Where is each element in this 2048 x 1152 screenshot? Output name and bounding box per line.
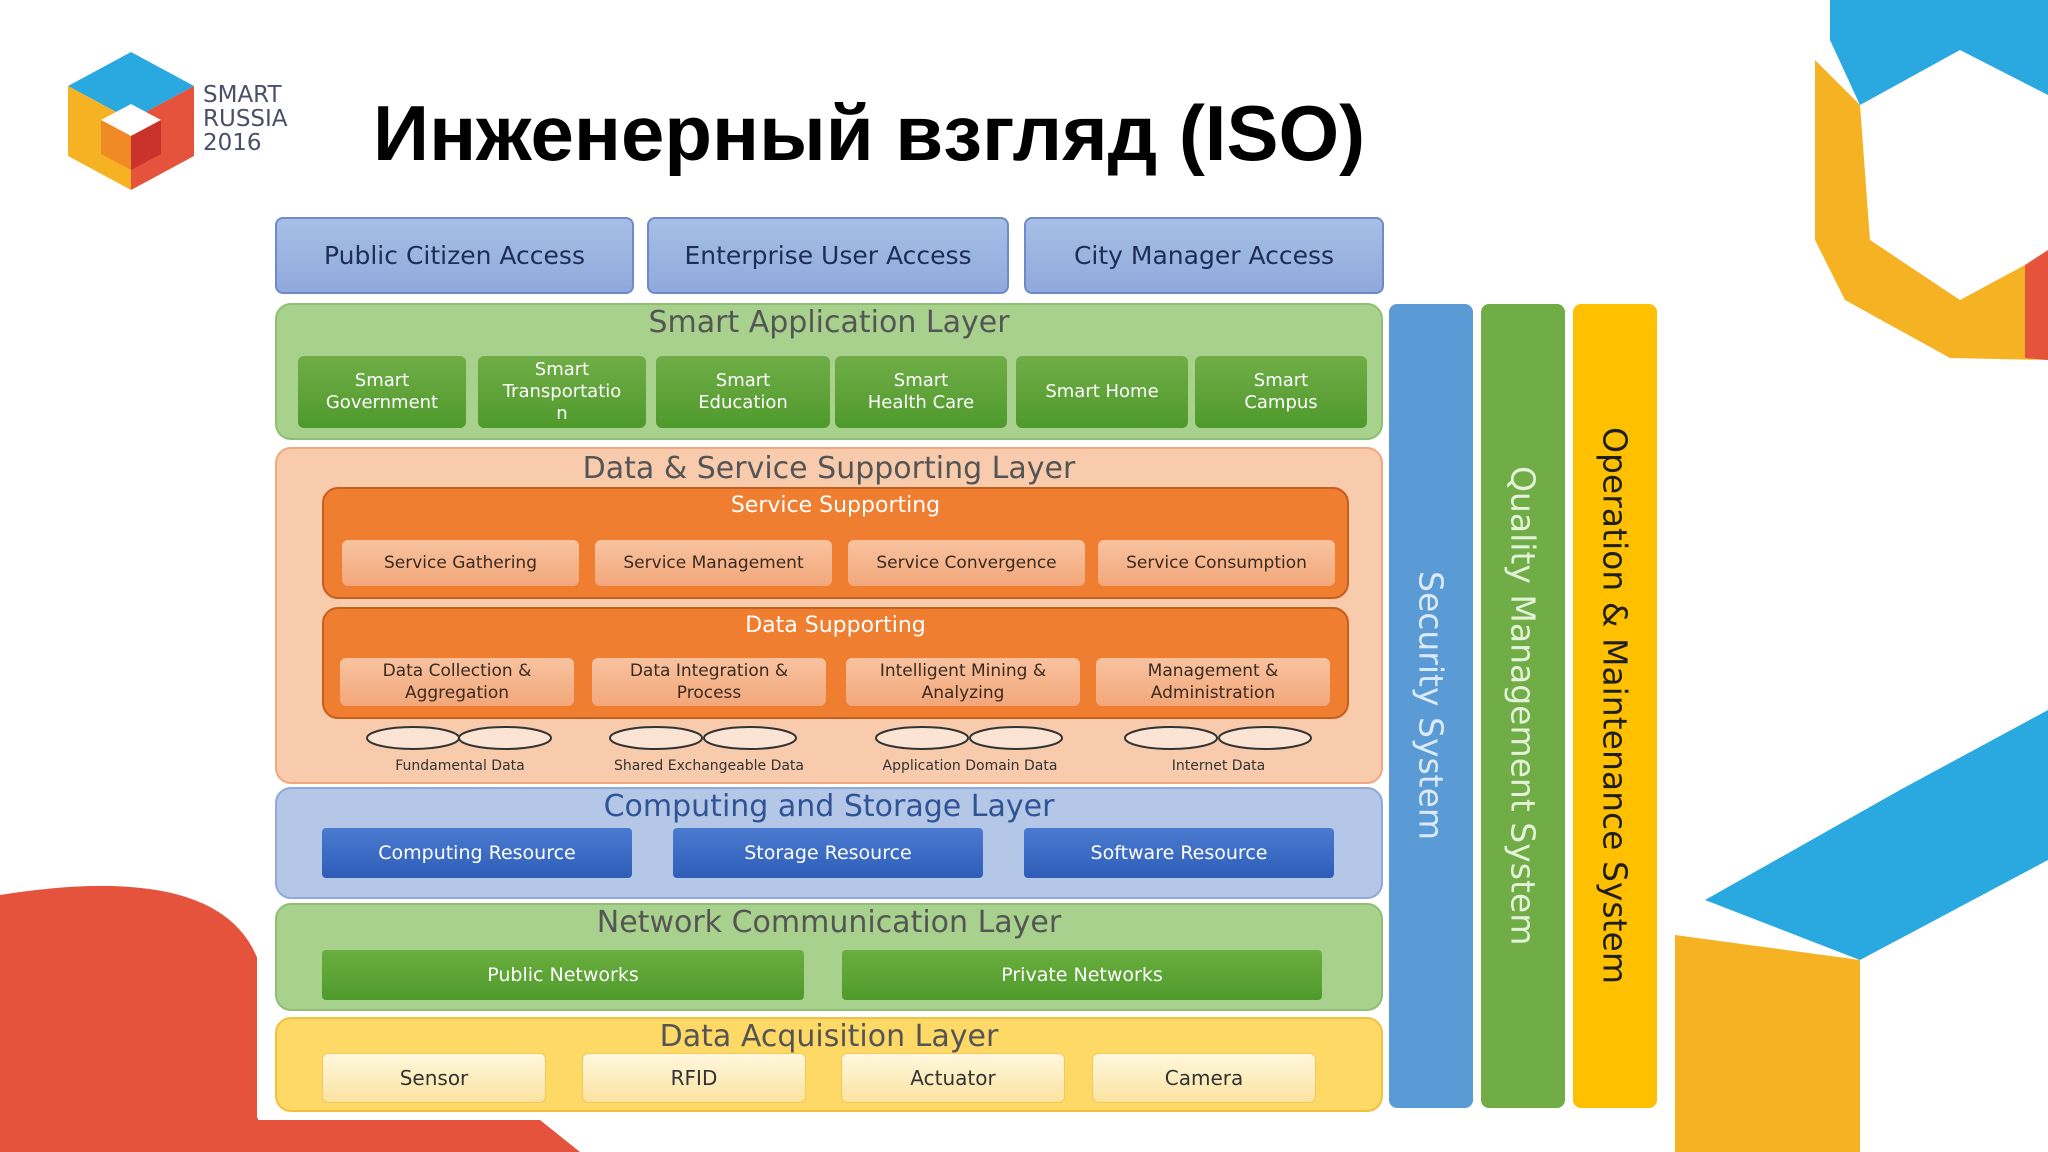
corner-hexagon-red (2025, 250, 2048, 360)
smart-home-box: Smart Home (1016, 356, 1188, 428)
public-citizen-access: Public Citizen Access (275, 217, 634, 294)
computing-resource-box: Computing Resource (322, 828, 632, 878)
smart-transportation-box: Smart Transportatio n (478, 356, 646, 428)
storage-resource-box: Storage Resource (673, 828, 983, 878)
shared-exchangeable-data-db: Shared Exchangeable Data (604, 725, 814, 781)
quality-management-system-column: Quality Management System (1481, 304, 1565, 1108)
bottom-left-red (0, 885, 258, 1152)
database-icon (875, 726, 1063, 750)
layer-title: Data Acquisition Layer (659, 1019, 999, 1054)
panel-title: Data Supporting (745, 613, 926, 638)
smart-campus-box: Smart Campus (1195, 356, 1367, 428)
public-networks-box: Public Networks (322, 950, 804, 1000)
quality-management-system-label: Quality Management System (1503, 466, 1543, 946)
slide-title: Инженерный взгляд (ISO) (373, 89, 1366, 177)
data-integration-box: Data Integration & Process (592, 658, 826, 706)
bottom-right-yellow (1675, 935, 1860, 1152)
layer-title: Network Communication Layer (596, 905, 1062, 940)
smart-education-box: Smart Education (656, 356, 830, 428)
db-label: Application Domain Data (882, 758, 1058, 774)
bottom-left-red-strip (258, 1120, 580, 1152)
bottom-right-blue (1705, 710, 2048, 960)
actuator-box: Actuator (841, 1053, 1065, 1103)
application-domain-data-db: Application Domain Data (870, 725, 1070, 781)
service-consumption-box: Service Consumption (1098, 540, 1335, 586)
management-administration-box: Management & Administration (1096, 658, 1330, 706)
city-manager-access: City Manager Access (1024, 217, 1384, 294)
panel-title: Service Supporting (730, 493, 941, 518)
software-resource-box: Software Resource (1024, 828, 1334, 878)
service-management-box: Service Management (595, 540, 832, 586)
smart-government-box: Smart Government (298, 356, 466, 428)
corner-hexagon-yellow (1815, 60, 2048, 360)
database-icon (1124, 726, 1312, 750)
logo-text-smart: SMART (203, 82, 282, 108)
logo-text-year: 2016 (203, 130, 262, 156)
operation-maintenance-system-label: Operation & Maintenance System (1595, 427, 1635, 985)
smart-russia-logo-icon (68, 52, 194, 190)
service-convergence-box: Service Convergence (848, 540, 1085, 586)
security-system-label: Security System (1411, 571, 1451, 841)
operation-maintenance-system-column: Operation & Maintenance System (1573, 304, 1657, 1108)
layer-title: Smart Application Layer (648, 305, 1010, 340)
security-system-column: Security System (1389, 304, 1473, 1108)
data-collection-box: Data Collection & Aggregation (340, 658, 574, 706)
logo-text-russia: RUSSIA (203, 106, 288, 132)
service-gathering-box: Service Gathering (342, 540, 579, 586)
db-label: Shared Exchangeable Data (614, 758, 804, 774)
smart-health-care-box: Smart Health Care (835, 356, 1007, 428)
sensor-box: Sensor (322, 1053, 546, 1103)
db-label: Internet Data (1171, 758, 1266, 774)
corner-hexagon-blue (1830, 0, 2048, 105)
private-networks-box: Private Networks (842, 950, 1322, 1000)
internet-data-db: Internet Data (1121, 725, 1316, 781)
db-label: Fundamental Data (395, 758, 525, 774)
intelligent-mining-box: Intelligent Mining & Analyzing (846, 658, 1080, 706)
fundamental-data-db: Fundamental Data (365, 725, 555, 781)
rfid-box: RFID (582, 1053, 806, 1103)
database-icon (609, 726, 797, 750)
layer-title: Computing and Storage Layer (603, 789, 1055, 824)
camera-box: Camera (1092, 1053, 1316, 1103)
layer-title: Data & Service Supporting Layer (582, 451, 1076, 486)
enterprise-user-access: Enterprise User Access (647, 217, 1009, 294)
database-icon (366, 726, 552, 750)
